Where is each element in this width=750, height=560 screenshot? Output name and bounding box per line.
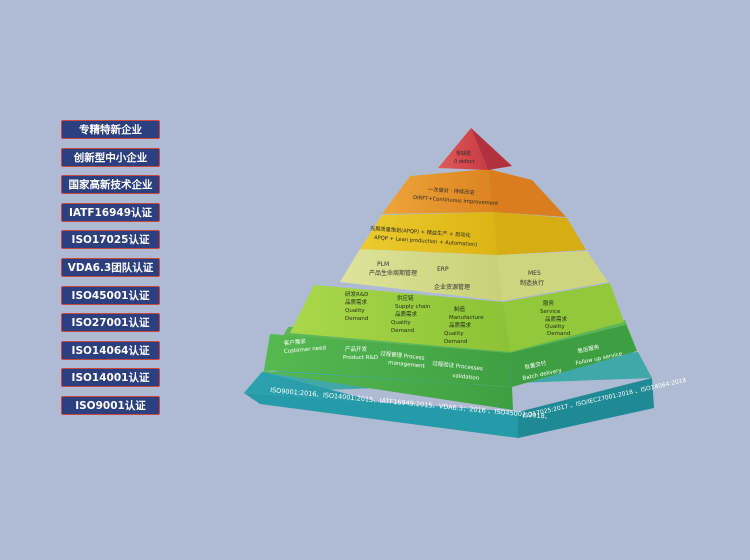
cert-button-iso45001[interactable]: ISO45001认证 (61, 285, 160, 305)
cert-button-high-tech-enterprise[interactable]: 国家高新技术企业 (61, 175, 160, 195)
certification-list: 专精特新企业 创新型中小企业 国家高新技术企业 IATF16949认证 ISO1… (61, 120, 160, 424)
cert-button-specialized-enterprise[interactable]: 专精特新企业 (61, 120, 160, 139)
tier-3-front-face (360, 212, 497, 255)
tier-1-front-face (438, 128, 488, 170)
tier-4-mes-zh: 制造执行 (520, 279, 544, 287)
tier-6-front-body (264, 334, 512, 387)
svg-text:品质需求: 品质需求 (395, 310, 418, 318)
svg-text:Quality: Quality (391, 320, 411, 326)
svg-text:Quality: Quality (444, 331, 464, 337)
tier-1-side-face (471, 128, 512, 170)
cert-button-iso14064[interactable]: ISO14064认证 (61, 340, 160, 360)
tier-1-line-1: 零缺陷 (456, 150, 471, 157)
cert-button-iso17025[interactable]: ISO17025认证 (61, 230, 160, 250)
svg-text:研发R&D: 研发R&D (345, 290, 368, 298)
tier-4-mes-en: MES (528, 270, 541, 277)
svg-text:Quality: Quality (545, 324, 565, 330)
tier-4-erp-zh: 企业资源管理 (434, 283, 470, 291)
tier-6-customer-zh: 客户需求 (283, 337, 306, 347)
tier-5-front-face (290, 285, 510, 352)
tier-5-side-face (503, 283, 624, 352)
svg-text:Demand: Demand (391, 328, 414, 334)
tier-5-manufacture-text: 制造 Manufacture 品质需求 Quality Demand (444, 305, 484, 345)
svg-text:Demand: Demand (345, 316, 368, 322)
tier-4-plm-en: PLM (377, 261, 389, 268)
cert-button-iso14001[interactable]: ISO14001认证 (61, 368, 160, 388)
tier-5-rd-text: 研发R&D 品质需求 Quality Demand (345, 290, 368, 322)
pyramid-tier-5-quality-demand: 研发R&D 品质需求 Quality Demand 供应链 Supply cha… (290, 283, 624, 352)
svg-text:Demand: Demand (547, 331, 570, 337)
tier-2-front-face (382, 169, 493, 214)
svg-text:Demand: Demand (444, 339, 467, 345)
tier-2-line-2: DIRFT+Continuous improvement (413, 195, 499, 207)
tier-4-front-face (340, 249, 502, 301)
pyramid-tier-2-dirft: 一次做对 · 持续改进 DIRFT+Continuous improvement (382, 169, 566, 217)
tier-6-process-mgmt-en: management (388, 360, 426, 370)
svg-text:Quality: Quality (345, 308, 365, 314)
svg-text:Manufacture: Manufacture (449, 315, 484, 321)
tier-2-line-1: 一次做对 · 持续改进 (428, 185, 475, 196)
svg-text:制造: 制造 (454, 305, 466, 313)
svg-text:服务: 服务 (543, 299, 555, 307)
tier-6-product-zh: 产品开发 (345, 345, 368, 353)
cert-button-innovative-sme[interactable]: 创新型中小企业 (61, 147, 160, 167)
tier-6-customer-en: Customer need (284, 345, 327, 355)
tier-1-line-2: 0 defect (454, 159, 475, 165)
svg-text:品质需求: 品质需求 (449, 321, 472, 329)
cert-button-iatf16949[interactable]: IATF16949认证 (61, 202, 160, 222)
cert-button-iso9001[interactable]: ISO9001认证 (61, 395, 160, 415)
tier-5-supply-text: 供应链 Supply chain 品质需求 Quality Demand (391, 294, 431, 334)
pyramid-tier-3-apqp: 先期质量策划(APQP) + 精益生产 + 自动化 APQP + Lean pr… (360, 212, 586, 255)
tier-7-front-body (244, 393, 518, 438)
cert-button-vda63[interactable]: VDA6.3团队认证 (61, 257, 160, 277)
tier-6-front-face (262, 371, 513, 410)
svg-text:Service: Service (540, 309, 561, 315)
tier-6-product-en: Product R&D (343, 355, 378, 361)
pyramid-tier-4-systems: PLM 产品生命周期管理 ERP 企业资源管理 MES 制造执行 (340, 249, 608, 301)
svg-text:品质需求: 品质需求 (345, 298, 368, 306)
tier-4-side-face (497, 251, 608, 301)
tier-5-service-text: 服务 Service 品质需求 Quality Demand (540, 299, 570, 337)
tier-7-front-face (244, 372, 518, 438)
tier-7-side-face (518, 378, 654, 438)
svg-text:品质需求: 品质需求 (545, 315, 568, 323)
svg-text:供应链: 供应链 (397, 294, 414, 302)
cert-button-iso27001[interactable]: ISO27001认证 (61, 313, 160, 333)
tier-4-plm-zh: 产品生命周期管理 (369, 269, 417, 277)
pyramid-tier-1-zero-defect: 零缺陷 0 defect (438, 128, 512, 170)
tier-4-erp-en: ERP (437, 266, 449, 273)
tier-2-side-face (488, 169, 566, 217)
tier-6-side-face (510, 325, 637, 387)
svg-text:Supply chain: Supply chain (395, 304, 431, 310)
tier-3-side-face (494, 212, 586, 255)
tier-6-process-val-en: validation (452, 373, 480, 382)
